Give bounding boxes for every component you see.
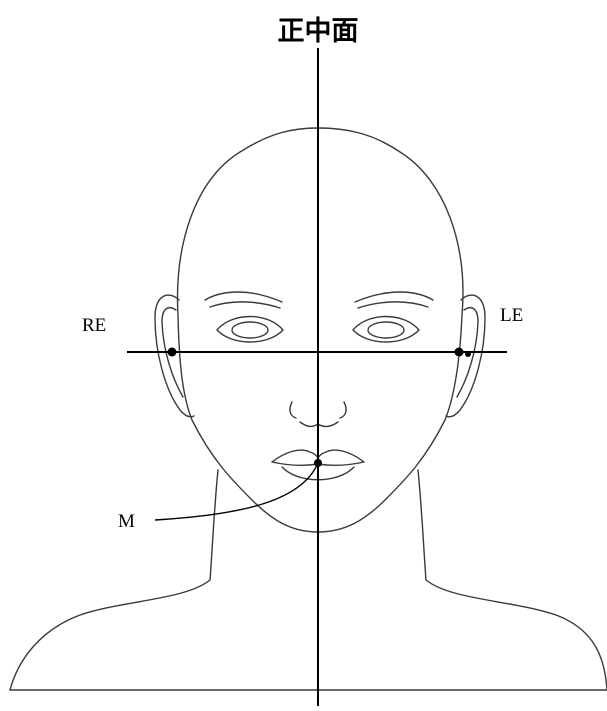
right-eyebrow <box>205 292 282 302</box>
label-m: M <box>118 511 135 532</box>
mouth-leader-line <box>155 463 318 520</box>
left-ear-point-secondary <box>465 351 471 357</box>
label-le: LE <box>500 305 523 326</box>
right-ear-point <box>168 348 177 357</box>
label-re: RE <box>82 315 106 336</box>
left-iris <box>368 322 404 338</box>
right-eyebrow-lower <box>210 302 280 308</box>
nose-right <box>340 402 346 418</box>
title-median-plane: 正中面 <box>278 16 359 47</box>
left-ear-point <box>455 348 464 357</box>
left-eyebrow <box>355 292 433 302</box>
neck-shoulders-left <box>10 470 218 690</box>
neck-shoulders-right <box>418 470 607 690</box>
head-outline <box>178 128 463 532</box>
right-iris <box>232 322 268 338</box>
right-ear-outline <box>155 295 194 417</box>
left-eyebrow-lower <box>358 302 428 308</box>
nose-left <box>290 402 296 418</box>
